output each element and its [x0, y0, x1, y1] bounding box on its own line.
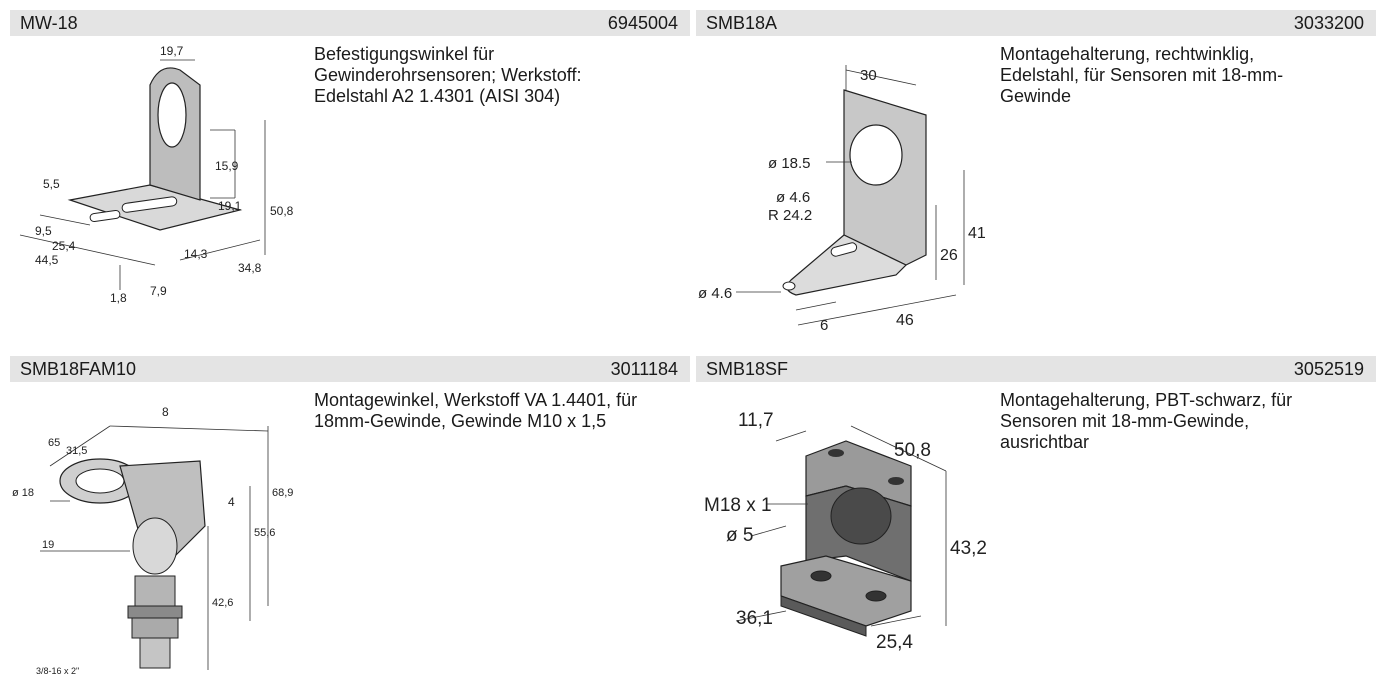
dim-label: M18 x 1: [704, 495, 772, 516]
product-header: MW-18 6945004: [10, 10, 690, 36]
dim-label: 41: [968, 225, 986, 242]
dim-label: R 24.2: [768, 207, 812, 224]
dim-label: 25,4: [876, 632, 913, 653]
product-name: SMB18SF: [706, 358, 789, 379]
dim-label: 14,3: [184, 247, 208, 261]
product-id: 3052519: [1293, 358, 1364, 379]
dim-label: ø 18: [12, 487, 34, 499]
smb18sf-drawing: 11,7 50,8 M18 x 1 ø 5 43,2 36,1 25,4: [704, 410, 986, 653]
dim-label: ø 5: [726, 525, 753, 546]
dim-label: 7,9: [150, 284, 167, 298]
product-header: SMB18A 3033200: [696, 10, 1376, 36]
dim-label: 3/8-16 x 2": [36, 666, 79, 676]
product-name: MW-18: [20, 12, 78, 33]
product-description: Montagewinkel, Werkstoff VA 1.4401, für …: [314, 390, 638, 431]
smb18fam10-drawing: 8 65 31,5 4 ø 18 68,9 55,6 19 42,6 3/8-1…: [12, 405, 293, 676]
product-card-smb18fam10: SMB18FAM10 3011184 8 65 31,5 4 ø 18 68,9: [10, 356, 690, 682]
mw-18-drawing: 19,7 15,9 19,1 50,8 5,5 9,5 25,4 44,5 14…: [19, 44, 294, 305]
dim-label: 42,6: [212, 597, 233, 609]
dim-label: 55,6: [254, 527, 275, 539]
dim-label: 5,5: [43, 177, 60, 191]
product-description: Montagehalterung, PBT-schwarz, für Senso…: [1000, 390, 1293, 452]
product-id: 3011184: [610, 358, 678, 379]
dim-label: 46: [896, 312, 914, 329]
dim-label: 44,5: [35, 253, 59, 267]
dim-label: 26: [940, 247, 958, 264]
dim-label: 9,5: [35, 224, 52, 238]
dim-label: 19: [42, 539, 54, 551]
dim-label: 50,8: [894, 440, 931, 461]
product-card-smb18sf: SMB18SF 3052519 11,7 50,8 M18 x 1 ø 5 43…: [696, 356, 1376, 682]
dim-label: 15,9: [215, 159, 239, 173]
dim-label: 6: [820, 317, 828, 330]
product-card-mw-18: MW-18 6945004 19,7 15,9 19,1 50,8 5,5: [10, 10, 690, 336]
dim-label: 19,1: [218, 199, 242, 213]
dim-label: ø 4.6: [698, 285, 732, 302]
dim-label: 31,5: [66, 445, 87, 457]
product-header: SMB18FAM10 3011184: [10, 356, 690, 382]
product-card-smb18a: SMB18A 3033200 30 ø 18.5 ø 4.6 R 24.2 41…: [696, 10, 1376, 336]
dim-label: 4: [228, 495, 235, 509]
product-name: SMB18FAM10: [20, 358, 137, 379]
product-id: 3033200: [1293, 12, 1364, 33]
dim-label: ø 18.5: [768, 155, 811, 172]
dim-label: 25,4: [52, 239, 76, 253]
dim-label: 36,1: [736, 608, 773, 629]
product-header: SMB18SF 3052519: [696, 356, 1376, 382]
product-id: 6945004: [607, 12, 678, 33]
smb18a-drawing: 30 ø 18.5 ø 4.6 R 24.2 41 26 ø 4.6 6 46: [698, 65, 986, 330]
dim-label: 50,8: [270, 204, 294, 218]
dim-label: ø 4.6: [776, 189, 810, 206]
product-description: Montagehalterung, rechtwinklig, Edelstah…: [1000, 44, 1284, 106]
dim-label: 68,9: [272, 487, 293, 499]
dim-label: 19,7: [160, 44, 184, 58]
dim-label: 34,8: [238, 261, 262, 275]
dim-label: 30: [860, 67, 877, 84]
product-description: Befestigungswinkel für Gewinderohrsensor…: [314, 44, 582, 106]
dim-label: 65: [48, 437, 60, 449]
dim-label: 11,7: [738, 410, 774, 431]
dim-label: 43,2: [950, 538, 986, 559]
dim-label: 1,8: [110, 291, 127, 305]
product-name: SMB18A: [706, 12, 778, 33]
dim-label: 8: [162, 405, 169, 419]
